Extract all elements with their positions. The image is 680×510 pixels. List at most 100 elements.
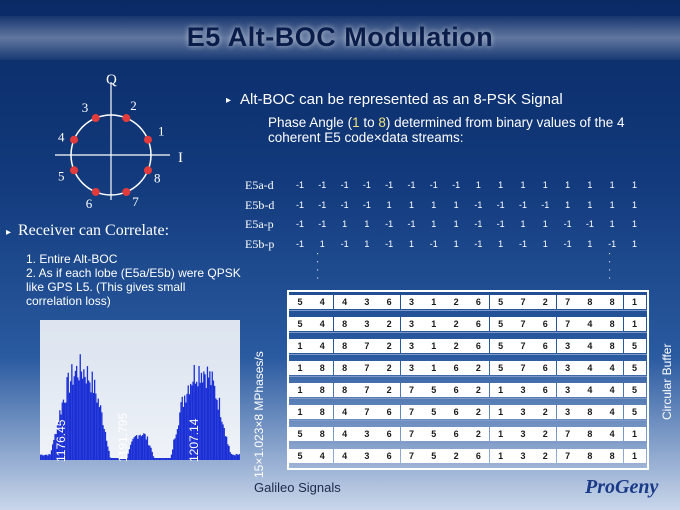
stream-value: 1: [631, 199, 637, 210]
receiver-correlate-heading: Receiver can Correlate:: [18, 222, 170, 239]
spectrum-bar: [188, 394, 191, 460]
stream-value: -1: [295, 238, 304, 249]
buffer-cell: 4: [578, 339, 601, 353]
buffer-cell: 2: [445, 449, 468, 463]
spectrum-bar: [98, 407, 101, 460]
buffer-cell: 3: [556, 339, 579, 353]
spectrum-bar: [187, 385, 189, 460]
progeny-logo: ProGeny: [585, 476, 659, 498]
stream-value: 1: [609, 199, 615, 210]
spectrum-bar: [102, 425, 104, 460]
spectrum-bar: [118, 458, 120, 460]
spectrum-bar: [94, 379, 96, 460]
buffer-cell: 7: [512, 295, 534, 309]
buffer-cell: 6: [534, 317, 557, 331]
spectrum-bar: [180, 402, 182, 460]
spectrum-bar: [150, 447, 152, 460]
buffer-cell: 3: [400, 361, 423, 375]
spectrum-bar: [126, 458, 128, 460]
spectrum-bar: [151, 451, 153, 460]
buffer-cell: 1: [489, 427, 512, 441]
grid-row-divider: [289, 398, 647, 399]
buffer-cell: 5: [489, 361, 512, 375]
spectrum-bar: [110, 458, 113, 460]
buffer-cell: 2: [534, 449, 557, 463]
spectrum-bar: [162, 458, 164, 460]
triangle-bullet-icon: ▸: [226, 95, 232, 106]
buffer-cell: 1: [289, 383, 311, 397]
spectrum-bar: [47, 455, 49, 460]
spectrum-bar: [121, 458, 123, 460]
stream-value: 1: [565, 199, 571, 210]
buffer-cell: 6: [534, 339, 557, 353]
buffer-cell: 2: [445, 295, 468, 309]
spectrum-bar: [122, 458, 125, 460]
buffer-cell: 2: [534, 295, 557, 309]
spectrum-bar: [40, 454, 42, 460]
buffer-cell: 5: [623, 361, 646, 375]
buffer-cell: 5: [422, 449, 445, 463]
stream-value: 1: [609, 219, 615, 229]
spectrum-bar: [233, 454, 235, 460]
spectrum-bar: [67, 372, 69, 460]
phase-desc-mid: to: [359, 115, 379, 130]
buffer-cell: 3: [512, 405, 534, 419]
spectrum-bar: [229, 452, 231, 460]
buffer-cell: 7: [512, 339, 534, 353]
stream-value: 1: [319, 238, 325, 249]
stream-label: E5b-p: [245, 236, 275, 251]
buffer-cell: 4: [601, 383, 624, 397]
buffer-cell: 3: [355, 427, 378, 441]
stream-value: 1: [364, 219, 370, 229]
stream-value: 1: [386, 199, 392, 210]
spectrum-bar: [134, 435, 137, 460]
i-axis-label: I: [178, 150, 183, 166]
spectrum-bar: [130, 444, 132, 460]
spectrum-bar: [96, 402, 98, 460]
spectrum-bar: [157, 458, 159, 460]
stream-value: -1: [340, 180, 349, 190]
spectrum-bar: [144, 434, 146, 460]
spectrum-bar: [214, 385, 216, 460]
stream-value: -1: [340, 199, 349, 210]
stream-value: 1: [408, 238, 414, 249]
triangle-bullet-icon: ▸: [6, 227, 12, 238]
spectrum-bar: [108, 450, 110, 460]
constellation-point-8: [143, 166, 152, 175]
phase-label-8: 8: [154, 170, 161, 185]
stream-value: -1: [385, 238, 394, 249]
buffer-cell: 1: [623, 295, 646, 309]
buffer-cell: 8: [333, 361, 356, 375]
spectrum-bar: [140, 436, 143, 460]
spectrum-bar: [139, 434, 141, 460]
spectrum-bar: [167, 458, 169, 460]
buffer-cell: 1: [289, 361, 311, 375]
ellipsis-right: · · · ·: [604, 252, 615, 281]
spectrum-bar: [106, 440, 108, 460]
spectrum-bar: [86, 366, 89, 460]
buffer-cell: 8: [578, 449, 601, 463]
stream-value: -1: [474, 238, 483, 249]
list-item-2: 2. As if each lobe (E5a/E5b) were QPSK l…: [26, 266, 241, 308]
stream-value: -1: [496, 219, 505, 229]
list-item-1: 1. Entire Alt-BOC: [26, 252, 118, 266]
stream-value: 1: [453, 199, 459, 210]
buffer-cell: 5: [422, 383, 445, 397]
spectrum-bar: [191, 385, 193, 460]
stream-value: 1: [587, 199, 593, 210]
spectrum-bar: [168, 458, 170, 460]
stream-value: 1: [453, 219, 459, 229]
stream-value: -1: [518, 238, 527, 249]
spectrum-bar: [217, 409, 219, 460]
freq-label-e5a: 1176.45: [54, 419, 68, 463]
spectrum-bar: [173, 439, 175, 460]
spectrum-plot: [40, 320, 240, 460]
spectrum-bar: [232, 454, 234, 460]
spectrum-bar: [90, 392, 92, 460]
buffer-cell: 1: [623, 317, 646, 331]
spectrum-bar: [238, 454, 240, 460]
stream-value: 1: [498, 238, 504, 249]
buffer-cell: 6: [445, 427, 468, 441]
stream-value: -1: [429, 180, 438, 190]
spectrum-bar: [80, 371, 83, 460]
